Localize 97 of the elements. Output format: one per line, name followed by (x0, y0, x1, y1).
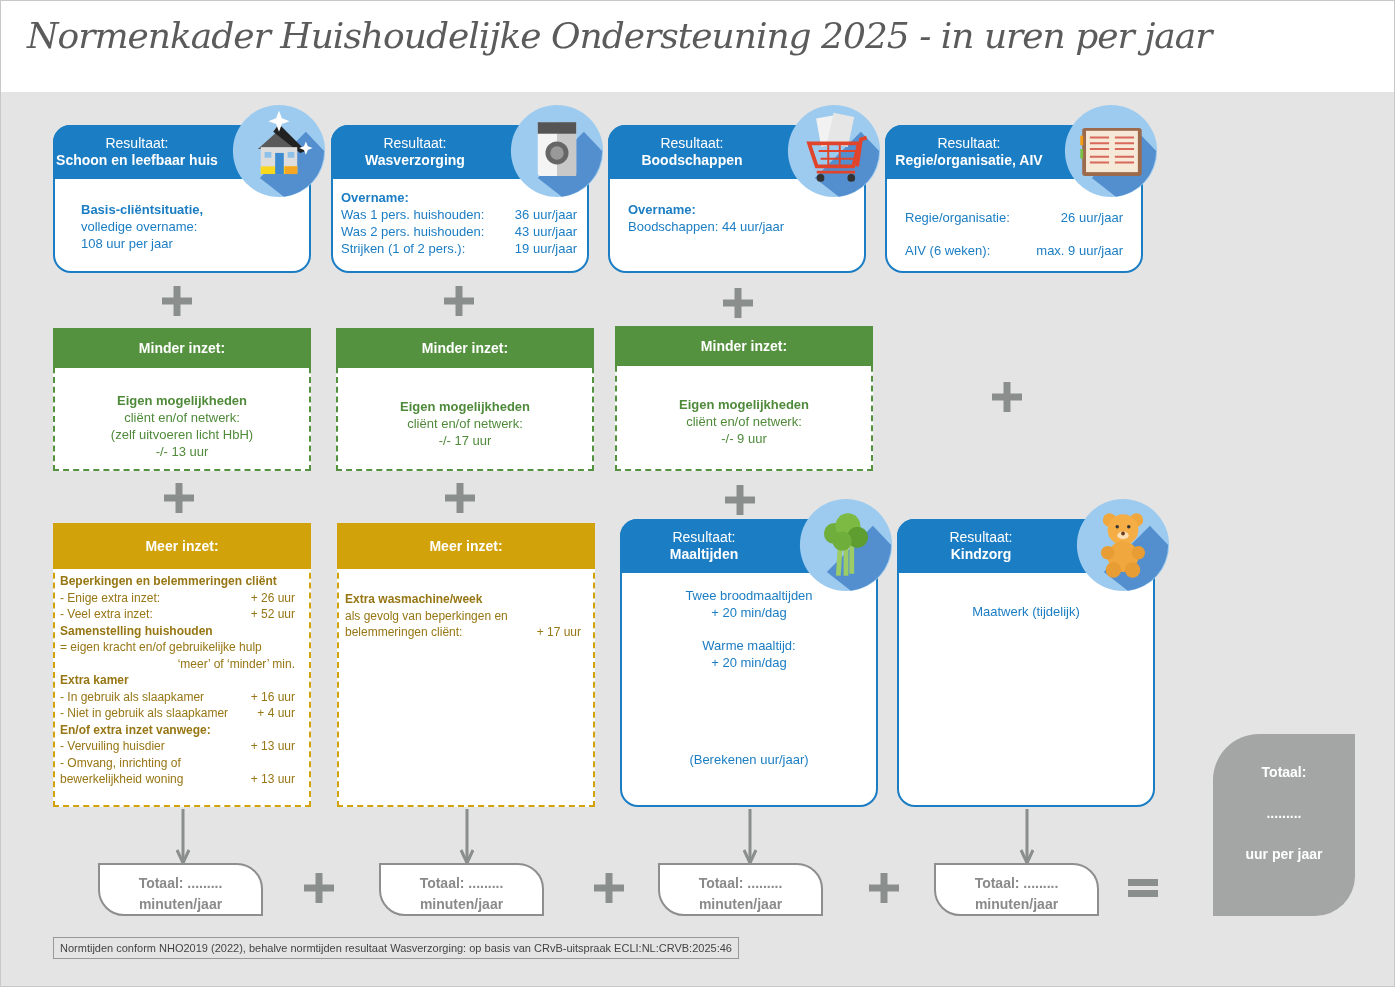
subtotal-box (934, 863, 1099, 916)
reduction-box (336, 328, 594, 471)
body-text: -/- 9 uur (721, 430, 767, 447)
item-label: - Niet in gebruik als slaapkamer (60, 705, 230, 722)
section-heading: Beperkingen en belemmeringen cliënt (60, 573, 277, 590)
section-heading: Eigen mogelijkheden (679, 396, 809, 413)
header-label: Resultaat: (936, 135, 1002, 152)
body-text: Twee broodmaaltijden (685, 587, 813, 604)
total-text: ......... (1266, 805, 1302, 822)
total-text: Totaal: ......... (974, 875, 1059, 892)
header-title: Meer inzet: (144, 538, 220, 554)
section-heading: Eigen mogelijkheden (400, 398, 530, 415)
total-text: Totaal: ......... (138, 875, 223, 892)
subtotal-box (98, 863, 263, 916)
item-value: + 13 uur (250, 738, 295, 755)
header-title: Minder inzet: (137, 340, 227, 356)
header-label: Resultaat: (382, 135, 448, 152)
header-title: Boodschappen (640, 152, 744, 169)
title: Normenkader Huishoudelijke Ondersteuning 2025 - in uren per jaar (1, 1, 1394, 92)
body-text: = eigen kracht en/of gebruikelijke hulp (60, 639, 262, 656)
item-label: - Vervuiling huisdier (60, 738, 166, 755)
header-title: Minder inzet: (699, 338, 789, 354)
total-text: minuten/jaar (974, 896, 1059, 913)
section-heading: Samenstelling huishouden (60, 622, 213, 639)
item-label: - Veel extra inzet: (60, 606, 154, 623)
section-heading: Eigen mogelijkheden (117, 392, 247, 409)
section-heading: Basis-cliëntsituatie, (81, 201, 204, 218)
item-value: + 17 uur (536, 624, 581, 641)
header-label: Resultaat: (671, 529, 737, 546)
item-label: Regie/organisatie: (905, 209, 1011, 226)
header-label: Resultaat: (104, 135, 170, 152)
body-text: Boodschappen: 44 uur/jaar (628, 218, 785, 235)
item-value: 43 uur/jaar (514, 223, 577, 240)
header-title: Kindzorg (949, 546, 1013, 563)
total-text: minuten/jaar (419, 896, 504, 913)
body-text: ‘meer’ of ‘minder’ min. (177, 655, 295, 672)
arrow (742, 809, 758, 865)
body-text: -/- 13 uur (155, 443, 209, 460)
subtotal-box (658, 863, 823, 916)
header-title: Schoon en leefbaar huis (55, 152, 219, 169)
section-heading: Overname: (341, 189, 409, 206)
header-title: Meer inzet: (428, 538, 504, 554)
item-label: Strijken (1 of 2 pers.): (341, 240, 467, 257)
header-label: Resultaat: (659, 135, 725, 152)
item-value: 19 uur/jaar (514, 240, 577, 257)
total-text: Totaal: ......... (419, 875, 504, 892)
header-title: Maaltijden (668, 546, 740, 563)
reduction-box (53, 328, 311, 471)
header-title: Minder inzet: (420, 340, 510, 356)
item-label: Was 1 pers. huishouden: (341, 206, 486, 223)
item-value: 36 uur/jaar (514, 206, 577, 223)
arrow (459, 809, 475, 865)
item-value: + 16 uur (250, 688, 295, 705)
body-text: Maatwerk (tijdelijk) (972, 603, 1080, 620)
body-text: + 20 min/dag (711, 654, 787, 671)
body-text: (Berekenen uur/jaar) (689, 751, 809, 768)
body-text: 108 uur per jaar (81, 235, 173, 252)
body-text: cliënt en/of netwerk: (124, 409, 240, 426)
item-label: Was 2 pers. huishouden: (341, 223, 486, 240)
section-heading: Extra kamer (60, 672, 129, 689)
item-label: - Enige extra inzet: (60, 589, 162, 606)
item-value: max. 9 uur/jaar (1036, 242, 1123, 259)
body-text: cliënt en/of netwerk: (686, 413, 802, 430)
body-text: Warme maaltijd: (702, 637, 796, 654)
item-label: AIV (6 weken): (905, 242, 992, 259)
total-text: uur per jaar (1245, 846, 1323, 863)
item-value: + 26 uur (250, 589, 295, 606)
total-text: Totaal: (1261, 764, 1307, 781)
total-box (1213, 734, 1355, 916)
item-label: als gevolg van beperkingen en belemmeringen cliënt: (345, 607, 509, 641)
header-title: Regie/organisatie, AIV (894, 152, 1044, 169)
header-title: Wasverzorging (364, 152, 466, 169)
body-text: + 20 min/dag (711, 604, 787, 621)
subtotal-box (379, 863, 544, 916)
total-text: Totaal: ......... (698, 875, 783, 892)
section-heading: En/of extra inzet vanwege: (60, 721, 211, 738)
body-text: -/- 17 uur (438, 432, 492, 449)
arrow (1019, 809, 1035, 865)
footnote: Normtijden conform NHO2019 (2022), behalve normtijden resultaat Wasverzorging: op basis van CRvB-uitspraak ECLI:NL:CRVB:2025:46 (53, 937, 739, 959)
body-text: volledige overname: (81, 218, 198, 235)
arrow (175, 809, 191, 865)
item-value: + 52 uur (250, 606, 295, 623)
total-text: minuten/jaar (698, 896, 783, 913)
body-text: cliënt en/of netwerk: (407, 415, 523, 432)
item-value: + 4 uur (257, 705, 295, 722)
section-heading: Extra wasmachine/week (345, 591, 483, 608)
total-text: minuten/jaar (138, 896, 223, 913)
item-label: - In gebruik als slaapkamer (60, 688, 206, 705)
extra-box (337, 523, 595, 807)
item-label: - Omvang, inrichting of bewerkelijkheid woning (60, 754, 185, 788)
reduction-box (615, 326, 873, 471)
body-text: (zelf uitvoeren licht HbH) (110, 426, 254, 443)
item-value: 26 uur/jaar (1060, 209, 1123, 226)
item-value: + 13 uur (250, 771, 295, 788)
header-label: Resultaat: (948, 529, 1014, 546)
extra-box (53, 523, 311, 807)
section-heading: Overname: (628, 201, 696, 218)
